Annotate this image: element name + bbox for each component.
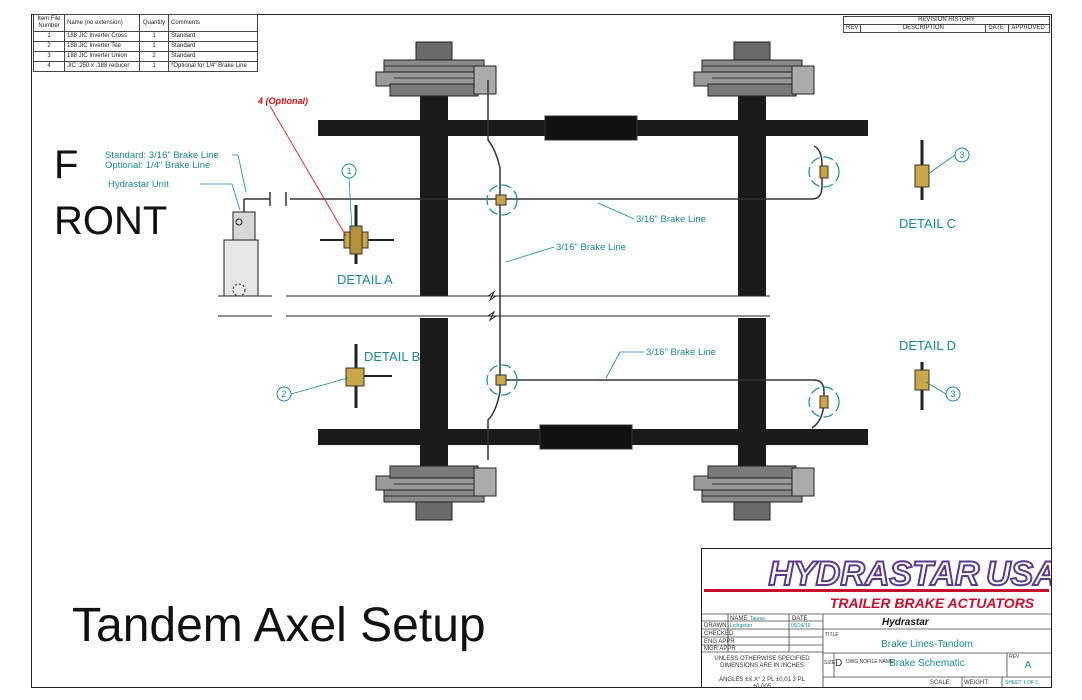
detail-circles <box>486 156 840 418</box>
front-label-ront: RONT <box>54 199 167 243</box>
revision-history: REVISION HISTORY REV DESCRIPTION DATE AP… <box>842 16 1050 33</box>
checked-label: CHECKED <box>704 631 734 637</box>
bom-row: 2 188 JIC Inverter Tee 1 Standard <box>33 41 258 52</box>
leader-lines <box>200 154 956 395</box>
detail-d-label: DETAIL D <box>899 338 956 353</box>
mgr-appr-label: MGR APPR <box>704 646 736 652</box>
axle-left <box>420 78 448 466</box>
drawing-title-2: Brake Schematic <box>889 658 965 669</box>
brake-line-label-2: 3/16" Brake Line <box>556 242 626 253</box>
bom-cell: *Optional for 1/4" Brake Line <box>168 61 258 72</box>
drawn-label: DRAWN <box>704 623 726 629</box>
eng-appr-label: ENG APPR <box>704 639 735 645</box>
logo-subtitle: TRAILER BRAKE ACTUATORS <box>830 595 1035 611</box>
drawn-date: 05/24/16 <box>791 623 811 629</box>
brake-lines <box>243 80 825 460</box>
frame-rail-bottom <box>318 424 868 450</box>
bill-of-materials: Item File Number Name (no extension) Qua… <box>33 14 258 72</box>
company-name: Hydrastar <box>882 617 930 628</box>
name-header: NAME <box>730 616 747 622</box>
fitting-tee-top <box>495 194 507 206</box>
angles-note: ANGLES ±X.X° 2 PL ±0.01 3 PL ±0.005 <box>719 677 805 690</box>
brake-line-label-1: 3/16" Brake Line <box>636 214 706 225</box>
tolerance-note: UNLESS OTHERWISE SPECIFIED DIMENSIONS AR… <box>714 656 810 669</box>
rev-col-approved: APPROVED <box>1008 24 1050 33</box>
balloons <box>276 147 970 402</box>
rev-col-date: DATE <box>985 24 1010 33</box>
brake-hub-top-left <box>375 41 497 97</box>
dwg-no-label: DWG NO <box>846 659 867 665</box>
logo-main: HYDRASTAR <box>769 555 980 593</box>
break-line-symbol <box>218 290 770 322</box>
optional-line-label: Optional: 1/4" Brake Line <box>105 160 210 171</box>
scale-label: SCALE: <box>930 680 952 686</box>
detail-c-union <box>914 140 930 200</box>
sheet-label: SHEET 1 OF 1 <box>1005 680 1038 686</box>
fitting-union-right-top <box>819 165 829 179</box>
date-header: DATE <box>792 616 808 622</box>
standard-line-label: Standard: 3/16" Brake Line <box>105 150 219 161</box>
detail-b-label: DETAIL B <box>364 349 420 364</box>
balloon-2: 2 <box>281 389 286 399</box>
fitting-tee-bottom <box>495 374 507 386</box>
drawn-by: Leihgeber <box>730 623 753 629</box>
logo-usa: USA <box>986 555 1051 593</box>
title-block: HYDRASTAR USA TRAILER BRAKE ACTUATORS NA… <box>701 548 1059 690</box>
hydrastar-unit <box>223 211 259 297</box>
title-label: TITLE <box>825 632 839 638</box>
optional-leader <box>269 105 347 237</box>
size-value: D <box>835 658 842 669</box>
title-block-grid: HYDRASTAR USA TRAILER BRAKE ACTUATORS NA… <box>702 554 1059 687</box>
rev-value: A <box>1025 660 1032 671</box>
rev-col-rev: REV <box>842 24 862 33</box>
size-label: SIZE <box>824 660 836 666</box>
brake-hub-top-right <box>693 41 815 97</box>
detail-d-union <box>914 362 930 410</box>
page-title: Tandem Axel Setup <box>72 599 486 652</box>
detail-a-cross <box>320 205 394 264</box>
detail-b-tee <box>345 344 392 408</box>
brake-hub-bottom-right <box>693 465 815 521</box>
balloon-3b: 3 <box>950 389 955 399</box>
hydrastar-unit-label: Hydrastar Unit <box>108 179 169 190</box>
front-label-f: F <box>54 143 78 187</box>
frame-rail-top <box>318 115 868 141</box>
file-name-label: FILE NAME <box>867 659 894 665</box>
brake-line-label-3: 3/16" Brake Line <box>646 347 716 358</box>
name-value: Taurus <box>750 616 766 622</box>
fitting-union-right-bottom <box>819 395 829 409</box>
brake-hub-bottom-left <box>375 465 497 521</box>
axle-right <box>738 78 766 466</box>
balloon-1: 1 <box>346 166 351 176</box>
rev-label: REV <box>1009 654 1020 660</box>
optional-item-label: 4 (Optional) <box>257 96 308 106</box>
weight-label: WEIGHT: <box>964 680 989 686</box>
balloon-3a: 3 <box>959 150 964 160</box>
detail-a-label: DETAIL A <box>337 272 393 287</box>
drawing-border <box>31 14 1052 688</box>
detail-c-label: DETAIL C <box>899 216 956 231</box>
bom-row: 4 JIC .250 x .188 reducer 1 *Optional fo… <box>33 61 258 72</box>
drawing-title-1: Brake Lines-Tandom <box>881 639 973 650</box>
